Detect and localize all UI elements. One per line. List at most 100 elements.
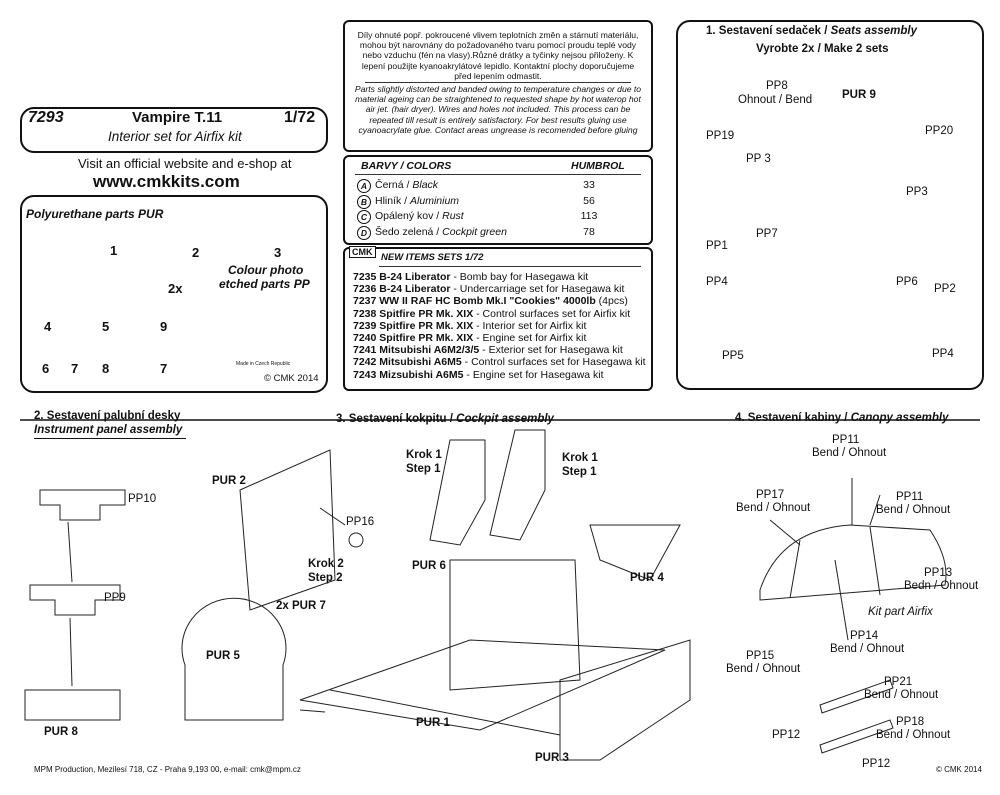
pp10-drawing (39, 489, 126, 521)
new-item-desc: - Exterior set for Hasegawa kit (479, 344, 623, 357)
label-pp13-bend: Bedn / Ohnout (904, 580, 979, 592)
color-name-en: Rust (442, 210, 464, 222)
new-item-desc: - Interior set for Airfix kit (473, 319, 587, 332)
part-label-1: 1 (110, 243, 118, 258)
notice-czech: Díly ohnuté popř. pokroucené vlivem tepl… (357, 30, 639, 81)
label-kit-part: Kit part Airfix (868, 606, 933, 618)
label-pp18: PP18 (896, 716, 925, 728)
color-humbrol-number: 113 (580, 210, 598, 222)
part-label-3: 3 (274, 245, 282, 260)
part-label-9: 9 (160, 319, 168, 334)
color-humbrol-number: 56 (583, 194, 595, 207)
label-pp4a: PP4 (706, 276, 728, 288)
footer-right: © CMK 2014 (936, 765, 982, 774)
new-item-title: 7238 Spitfire PR Mk. XIX (353, 307, 474, 320)
new-item-row: 7236 B-24 Liberator - Undercarriage set … (353, 283, 624, 295)
label-pur9: PUR 9 (842, 89, 876, 101)
part-label-4: 4 (44, 319, 52, 334)
seat-drawing-b (489, 429, 546, 541)
header-box: 7293 Vampire T.11 1/72 Interior set for … (20, 107, 328, 153)
color-name-en: Black (412, 179, 439, 191)
label-pp11a-bend: Bend / Ohnout (812, 447, 887, 459)
part-label-5: 5 (102, 319, 110, 334)
multiplier-label: 2x (168, 281, 183, 296)
footer-left: MPM Production, Mezilesí 718, CZ - Praha… (34, 765, 301, 774)
label-pp9: PP9 (104, 592, 126, 604)
new-item-desc: - Control surfaces set for Hasegawa kit (461, 356, 646, 369)
new-item-title: 7242 Mitsubishi A6M5 (353, 356, 462, 369)
step1-box: 1. Sestavení sedaček / Seats assembly Vy… (676, 20, 984, 390)
step1-title: 1. Sestavení sedaček / Seats assembly (706, 25, 917, 37)
notice-box: Díly ohnuté popř. pokroucené vlivem tepl… (343, 20, 653, 152)
pur1-floor-drawing (299, 639, 666, 731)
color-name-cz: Šedo zelená / (375, 225, 443, 238)
label-pp16: PP16 (346, 516, 375, 528)
part-label-7a: 7 (71, 361, 79, 376)
step4-title-cz: 4. Sestavení kabiny / (735, 412, 851, 424)
label-pp10: PP10 (128, 493, 157, 505)
new-item-row: 7239 Spitfire PR Mk. XIX - Interior set … (353, 320, 586, 332)
label-pp5: PP5 (722, 350, 744, 362)
label-pp8-bend: Ohnout / Bend (738, 94, 813, 106)
label-krok1b: Krok 1 (562, 452, 598, 464)
cmk-logo: CMK (349, 246, 376, 258)
step2-title-en: Instrument panel assembly (34, 424, 183, 436)
part-label-2: 2 (192, 245, 200, 260)
new-item-title: 7239 Spitfire PR Mk. XIX (353, 319, 474, 332)
new-item-row: 7238 Spitfire PR Mk. XIX - Control surfa… (353, 308, 630, 320)
label-pp12b: PP12 (862, 758, 891, 770)
label-pp4b: PP4 (932, 348, 954, 360)
color-letter-badge: A (357, 179, 371, 193)
new-item-title: 7243 Mizsubishi A6M5 (353, 368, 464, 381)
new-item-title: 7235 B-24 Liberator (353, 271, 451, 283)
pur1-tub-drawing (449, 559, 581, 691)
color-name: Černá / Black (375, 179, 438, 191)
label-pur3: PUR 3 (535, 752, 569, 764)
color-name-cz: Opálený kov / (375, 210, 443, 222)
label-pur2: PUR 2 (212, 475, 246, 487)
step1-subtitle: Vyrobte 2x / Make 2 sets (756, 43, 889, 55)
pur8-step-drawing (24, 689, 121, 721)
label-pp21: PP21 (884, 676, 913, 688)
color-letter-badge: D (357, 225, 371, 240)
label-pp18-bend: Bend / Ohnout (876, 729, 951, 741)
label-pp11b: PP11 (896, 491, 924, 503)
label-pp8: PP8 (766, 80, 788, 92)
label-pur5: PUR 5 (206, 650, 240, 662)
label-pp2: PP2 (934, 283, 956, 295)
new-item-row: 7240 Spitfire PR Mk. XIX - Engine set fo… (353, 332, 586, 344)
pur2-cockpit-drawing (239, 449, 336, 611)
part-label-7b: 7 (160, 361, 168, 376)
set-code: 7293 (28, 109, 64, 126)
parts-copyright: © CMK 2014 (264, 373, 319, 384)
website-url[interactable]: www.cmkkits.com (93, 172, 240, 191)
new-item-desc: (4pcs) (595, 295, 628, 308)
label-pur4: PUR 4 (630, 572, 664, 584)
pur-title: Polyurethane parts PUR (26, 207, 164, 221)
step4-title: 4. Sestavení kabiny / Canopy assembly (735, 412, 949, 424)
label-pp15-bend: Bend / Ohnout (726, 663, 801, 675)
colors-header-left: BARVY / COLORS (361, 160, 452, 172)
new-item-row: 7242 Mitsubishi A6M5 - Control surfaces … (353, 356, 646, 368)
color-name-cz: Černá / (375, 179, 413, 191)
new-item-row: 7237 WW II RAF HC Bomb Mk.I "Cookies" 40… (353, 295, 628, 307)
pp-title-2: etched parts PP (219, 277, 310, 291)
new-item-title: 7240 Spitfire PR Mk. XIX (353, 332, 474, 344)
pur3-side-drawing (559, 639, 691, 761)
new-item-row: 7243 Mizsubishi A6M5 - Engine set for Ha… (353, 369, 604, 381)
new-item-row: 7235 B-24 Liberator - Bomb bay for Haseg… (353, 271, 588, 283)
pp-title-1: Colour photo (228, 263, 304, 277)
color-name-cz: Hliník / (375, 194, 411, 207)
new-item-title: 7236 B-24 Liberator (353, 283, 451, 296)
new-item-row: 7241 Mitsubishi A6M2/3/5 - Exterior set … (353, 344, 623, 356)
pp16-drawing (348, 532, 364, 548)
label-step1b: Step 1 (562, 466, 597, 478)
label-pp20: PP20 (925, 125, 954, 137)
label-pur1: PUR 1 (416, 717, 450, 729)
label-pp17: PP17 (756, 489, 785, 501)
new-item-desc: - Undercarriage set for Hasegawa kit (450, 283, 625, 296)
new-item-desc: - Control surfaces set for Airfix kit (473, 307, 631, 320)
new-item-desc: - Engine set for Hasegawa kit (463, 368, 604, 381)
color-letter-badge: C (357, 210, 371, 224)
